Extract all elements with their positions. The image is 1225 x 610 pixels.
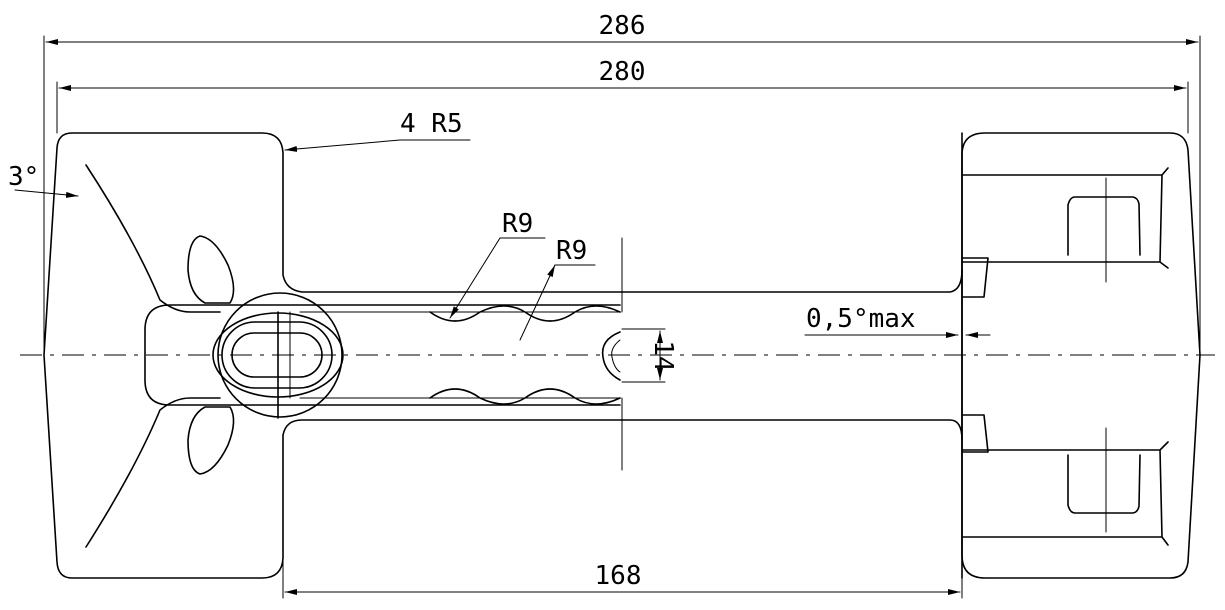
groove-top [429, 305, 621, 322]
left-slot-lower [85, 397, 221, 548]
left-ear-upper [187, 235, 235, 304]
dim-286-label: 286 [599, 11, 646, 41]
handle-left-end [144, 304, 621, 406]
right-head-outline [961, 132, 1201, 579]
face-angle-label: 0,5°max [806, 304, 916, 334]
right-boss-upper [961, 167, 1169, 269]
oval-slot-core [231, 332, 323, 378]
r9-label-1: R9 [502, 209, 533, 239]
right-pocket-lower [1067, 454, 1141, 514]
left-head-outline [43, 132, 963, 579]
handle-inner-top [299, 311, 621, 399]
hole [601, 331, 621, 381]
right-step-upper [961, 257, 989, 298]
right-boss-lower [961, 441, 1169, 546]
right-pocket-upper [1067, 196, 1141, 256]
left-ear-lower [187, 406, 235, 475]
dim-280-label: 280 [599, 57, 646, 87]
hole-size-label: 14 [648, 340, 678, 371]
oval-slot-inner [221, 321, 333, 389]
right-step-lower [961, 414, 989, 453]
hole-inner [611, 339, 621, 373]
groove-bottom [429, 388, 621, 405]
left-slot-upper [85, 164, 221, 313]
r9-label-2: R9 [556, 236, 587, 266]
r5-leader [284, 139, 401, 152]
ring-outer [217, 292, 343, 418]
dim-168-label: 168 [595, 561, 642, 591]
r9-leader-1 [449, 237, 501, 319]
r9-leader-2 [519, 264, 556, 341]
angle-3-label: 3° [8, 162, 39, 192]
r5-label: 4 R5 [400, 109, 463, 139]
angle-3-line [14, 189, 79, 198]
